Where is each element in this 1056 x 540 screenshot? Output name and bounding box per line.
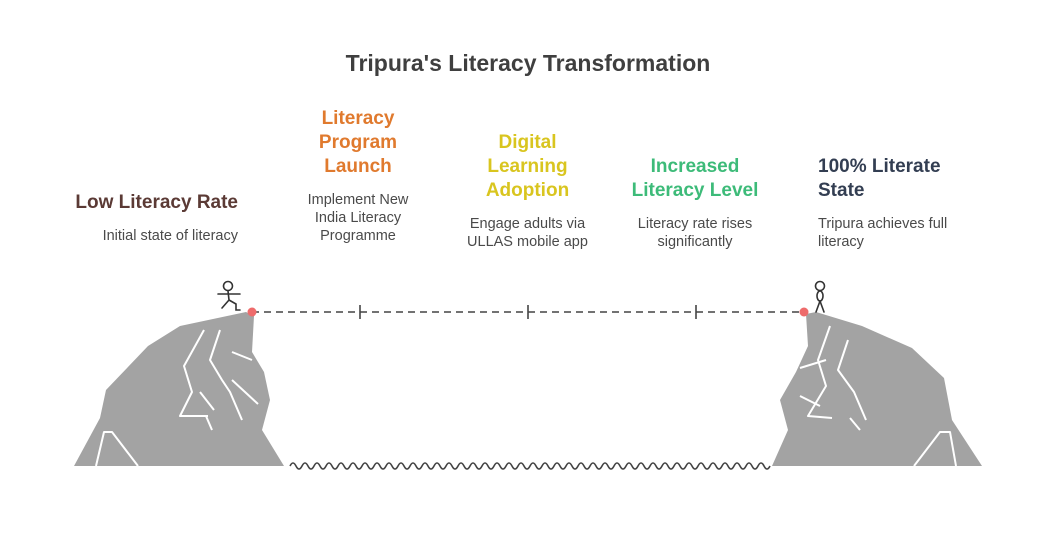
step-digital-learning: Digital Learning Adoption Engage adults … <box>455 131 600 251</box>
walking-person-icon <box>217 280 241 311</box>
start-marker <box>247 307 257 317</box>
water-wave <box>289 462 771 470</box>
step-description: Initial state of literacy <box>102 228 238 244</box>
step-increased-literacy: Increased Literacy Level Literacy rate r… <box>620 155 770 251</box>
step-title: Literacy Program Launch <box>318 108 398 177</box>
step-low-literacy: Low Literacy Rate Initial state of liter… <box>60 191 238 245</box>
step-description: Tripura achieves full literacy <box>818 216 948 250</box>
step-description: Literacy rate rises significantly <box>637 216 753 250</box>
step-literate-state: 100% Literate State Tripura achieves ful… <box>818 155 978 251</box>
right-cliff <box>772 312 982 467</box>
diagram-title: Tripura's Literacy Transformation <box>345 50 711 76</box>
step-program-launch: Literacy Program Launch Implement New In… <box>288 107 428 245</box>
end-marker <box>799 307 809 317</box>
step-description: Engage adults via ULLAS mobile app <box>467 216 588 250</box>
step-description: Implement New India Literacy Programme <box>307 192 409 244</box>
left-cliff <box>74 312 284 467</box>
step-title: Increased Literacy Level <box>631 156 759 201</box>
standing-person-icon <box>814 280 826 313</box>
step-title: 100% Literate State <box>818 156 941 201</box>
step-title: Low Literacy Rate <box>75 192 238 213</box>
step-title: Digital Learning Adoption <box>485 132 570 201</box>
